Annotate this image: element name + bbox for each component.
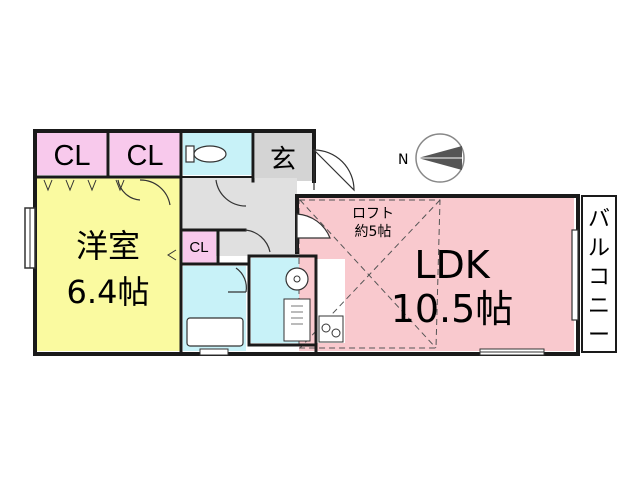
window-ldk-right (571, 229, 579, 321)
closet-fold-marks (43, 179, 177, 261)
closet-2 (110, 133, 180, 175)
ldk-size: 10.5帖 (391, 287, 514, 331)
closet-2-label: CL (126, 140, 163, 172)
entrance-area (255, 133, 312, 181)
closet-small-label: CL (189, 239, 208, 256)
compass-icon (415, 133, 465, 183)
entrance-label: 玄 (270, 145, 296, 175)
balcony-char-2: ル (588, 236, 610, 261)
western-room-name: 洋室 (76, 227, 140, 265)
ldk-name: LDK (414, 243, 490, 287)
window-bottom-left (199, 348, 229, 356)
loft-diagonal-2 (299, 199, 441, 349)
balcony-char-1: バ (588, 207, 610, 232)
closet-small (183, 231, 216, 263)
loft-label-line2: 約5帖 (355, 224, 392, 240)
balcony (581, 195, 617, 353)
loft-label-line1: ロフト (352, 206, 394, 222)
doors (117, 149, 355, 293)
balcony-char-4: ニ (588, 294, 610, 319)
sink-icon (285, 267, 309, 291)
loft-diagonal-1 (299, 199, 437, 349)
balcony-char-3: コ (588, 265, 610, 290)
closet-1 (37, 133, 107, 175)
toilet-icon (185, 145, 227, 163)
compass-label: N (398, 152, 408, 168)
western-room-size: 6.4帖 (67, 273, 150, 311)
bathtub-icon (186, 317, 244, 347)
washer-icon (283, 298, 311, 342)
closet-1-label: CL (53, 140, 90, 172)
stove-icon (318, 315, 344, 343)
balcony-char-5: ー (588, 323, 610, 348)
western-room (37, 178, 180, 351)
